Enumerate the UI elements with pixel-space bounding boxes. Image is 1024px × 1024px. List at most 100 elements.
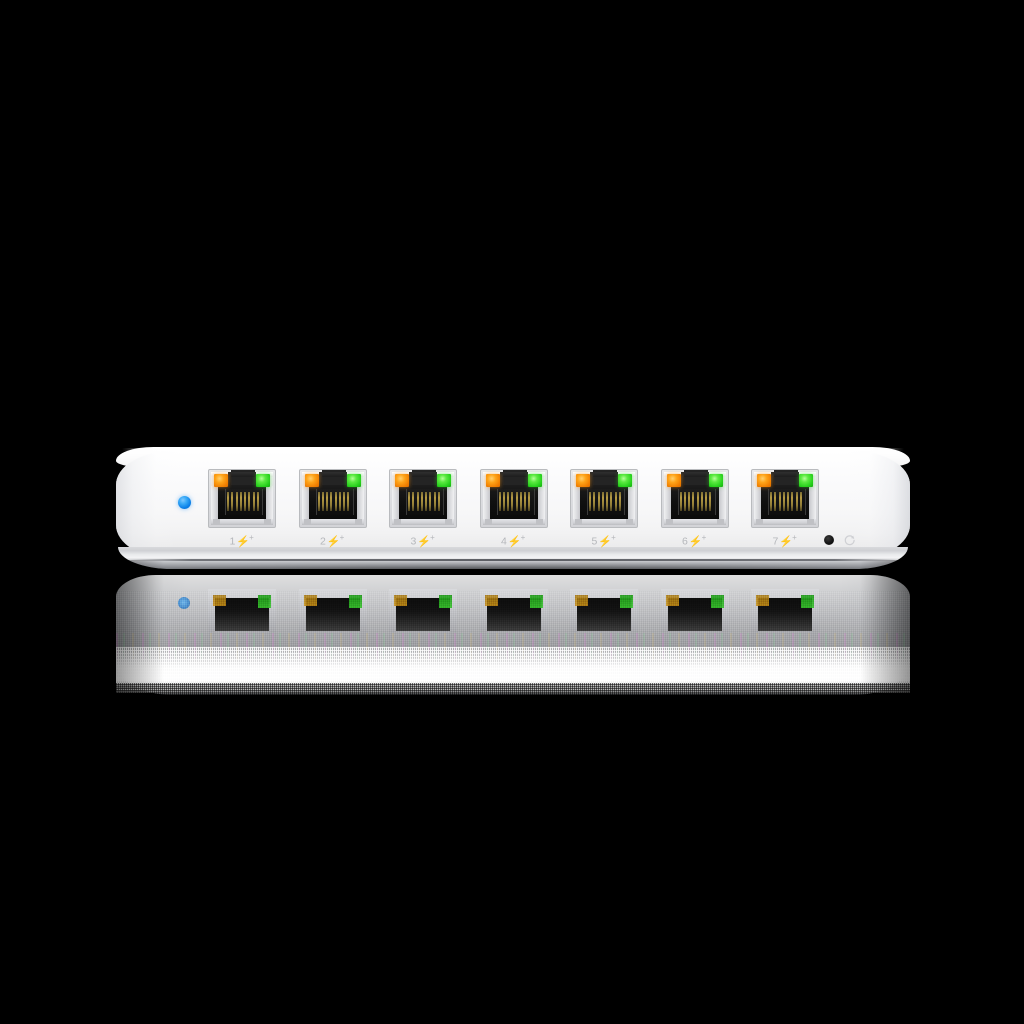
port-top-strip-center	[231, 472, 255, 477]
reflection-port-row	[208, 589, 820, 651]
port-body-7[interactable]	[751, 469, 819, 528]
port-body-1[interactable]	[208, 469, 276, 528]
chassis-top-highlight-edge	[122, 448, 904, 451]
port-label-7: 7⚡+	[751, 532, 819, 548]
port-label-number: 7	[772, 535, 779, 548]
chassis-base-seam-line	[130, 559, 896, 561]
ethernet-port-1[interactable]: 1⚡+	[208, 469, 276, 548]
poe-plus-sign: +	[701, 533, 707, 542]
reflection-ethernet-port-2	[298, 589, 367, 649]
port-gold-pins	[770, 492, 802, 511]
reflection-port-amber-led	[484, 595, 498, 606]
poe-bolt-icon: ⚡	[236, 536, 251, 548]
port-lip-tab-left	[303, 519, 311, 525]
reflection-port-green-led	[710, 595, 724, 608]
poe-plus-sign: +	[792, 533, 798, 542]
port-bottom-lip	[482, 519, 545, 525]
port-link-led-amber-5	[576, 474, 590, 487]
reflection-port-green-led	[529, 595, 543, 608]
port-body-6[interactable]	[660, 469, 729, 528]
port-lip-tab-left	[665, 519, 673, 525]
port-lip-tab-left	[394, 519, 401, 525]
network-switch-device: 1⚡+2⚡+3⚡+4⚡+5⚡+6⚡+7⚡+	[116, 447, 910, 571]
reflection-port-green-led	[801, 595, 814, 608]
port-bottom-lip	[754, 519, 816, 525]
reflection-port-amber-led	[303, 595, 317, 606]
reflection-ethernet-port-5	[570, 589, 638, 649]
port-activity-led-green-4	[527, 474, 542, 487]
device-reflection	[116, 575, 910, 733]
port-lip-tab-left	[575, 519, 582, 525]
port-rail-left	[392, 486, 399, 523]
port-gold-pins	[679, 492, 712, 511]
port-rail-right	[628, 486, 635, 523]
port-rail-right	[447, 486, 454, 523]
reflection-port-amber-led	[394, 595, 407, 606]
ethernet-port-3[interactable]: 3⚡+	[389, 469, 457, 548]
port-lip-tab-left	[213, 519, 220, 525]
port-rail-right	[718, 486, 726, 523]
port-label-number: 2	[319, 535, 327, 548]
port-lip-tab-left	[756, 519, 763, 525]
port-gold-pins	[589, 492, 621, 511]
port-rail-left	[211, 486, 218, 523]
port-bottom-lip	[211, 519, 273, 525]
reflection-ethernet-port-4	[479, 589, 548, 649]
port-label-number: 1	[229, 535, 236, 548]
port-gold-pins	[317, 492, 350, 511]
port-label-6: 6⚡+	[661, 532, 729, 548]
poe-plus-sign: +	[611, 533, 617, 542]
status-led	[178, 496, 191, 509]
poe-plus-sign: +	[520, 533, 526, 542]
port-lip-tab-right	[535, 519, 543, 525]
reflection-ethernet-port-3	[389, 589, 457, 649]
port-top-strip-center	[321, 472, 346, 477]
port-lip-tab-right	[626, 519, 633, 525]
port-body-4[interactable]	[479, 469, 548, 528]
port-label-5: 5⚡+	[570, 532, 638, 548]
port-body-3[interactable]	[389, 469, 457, 528]
poe-bolt-icon: ⚡	[417, 536, 432, 548]
ethernet-port-7[interactable]: 7⚡+	[751, 469, 819, 548]
port-activity-led-green-5	[618, 474, 632, 487]
poe-plus-sign: +	[249, 533, 255, 542]
port-top-strip-center	[593, 472, 617, 477]
port-rail-left	[482, 486, 490, 523]
port-gold-pins	[408, 492, 440, 511]
reflection-port-amber-led	[756, 595, 769, 606]
port-activity-led-green-6	[708, 474, 723, 487]
port-rail-left	[301, 486, 309, 523]
ethernet-port-5[interactable]: 5⚡+	[570, 469, 638, 548]
port-activity-led-green-3	[437, 474, 451, 487]
port-lip-tab-right	[716, 519, 724, 525]
port-lip-tab-right	[445, 519, 452, 525]
port-label-3: 3⚡+	[389, 532, 457, 548]
port-body-2[interactable]	[298, 469, 367, 528]
reflection-port-green-led	[258, 595, 271, 608]
poe-bolt-icon: ⚡	[688, 536, 703, 548]
port-bottom-lip	[663, 519, 726, 525]
port-bottom-lip	[573, 519, 635, 525]
poe-plus-sign: +	[430, 533, 436, 542]
ethernet-port-6[interactable]: 6⚡+	[660, 469, 729, 548]
reset-circular-arrow-icon	[843, 534, 856, 547]
port-link-led-amber-4	[485, 474, 500, 487]
port-link-led-amber-6	[666, 474, 681, 487]
ethernet-port-4[interactable]: 4⚡+	[479, 469, 548, 548]
port-top-strip-center	[502, 472, 527, 477]
port-top-strip-center	[774, 472, 798, 477]
port-body-5[interactable]	[570, 469, 638, 528]
port-label-1: 1⚡+	[208, 532, 276, 548]
port-rail-left	[754, 486, 761, 523]
ethernet-port-2[interactable]: 2⚡+	[298, 469, 367, 548]
port-label-4: 4⚡+	[480, 532, 548, 548]
port-label-number: 6	[681, 535, 689, 548]
reset-hole[interactable]	[824, 535, 834, 545]
port-lip-tab-right	[264, 519, 271, 525]
port-lip-tab-left	[484, 519, 492, 525]
port-rail-right	[809, 486, 816, 523]
port-activity-led-green-2	[346, 474, 361, 487]
reflection-mirror-layer	[116, 575, 910, 733]
poe-bolt-icon: ⚡	[779, 536, 794, 548]
port-link-led-amber-3	[395, 474, 409, 487]
